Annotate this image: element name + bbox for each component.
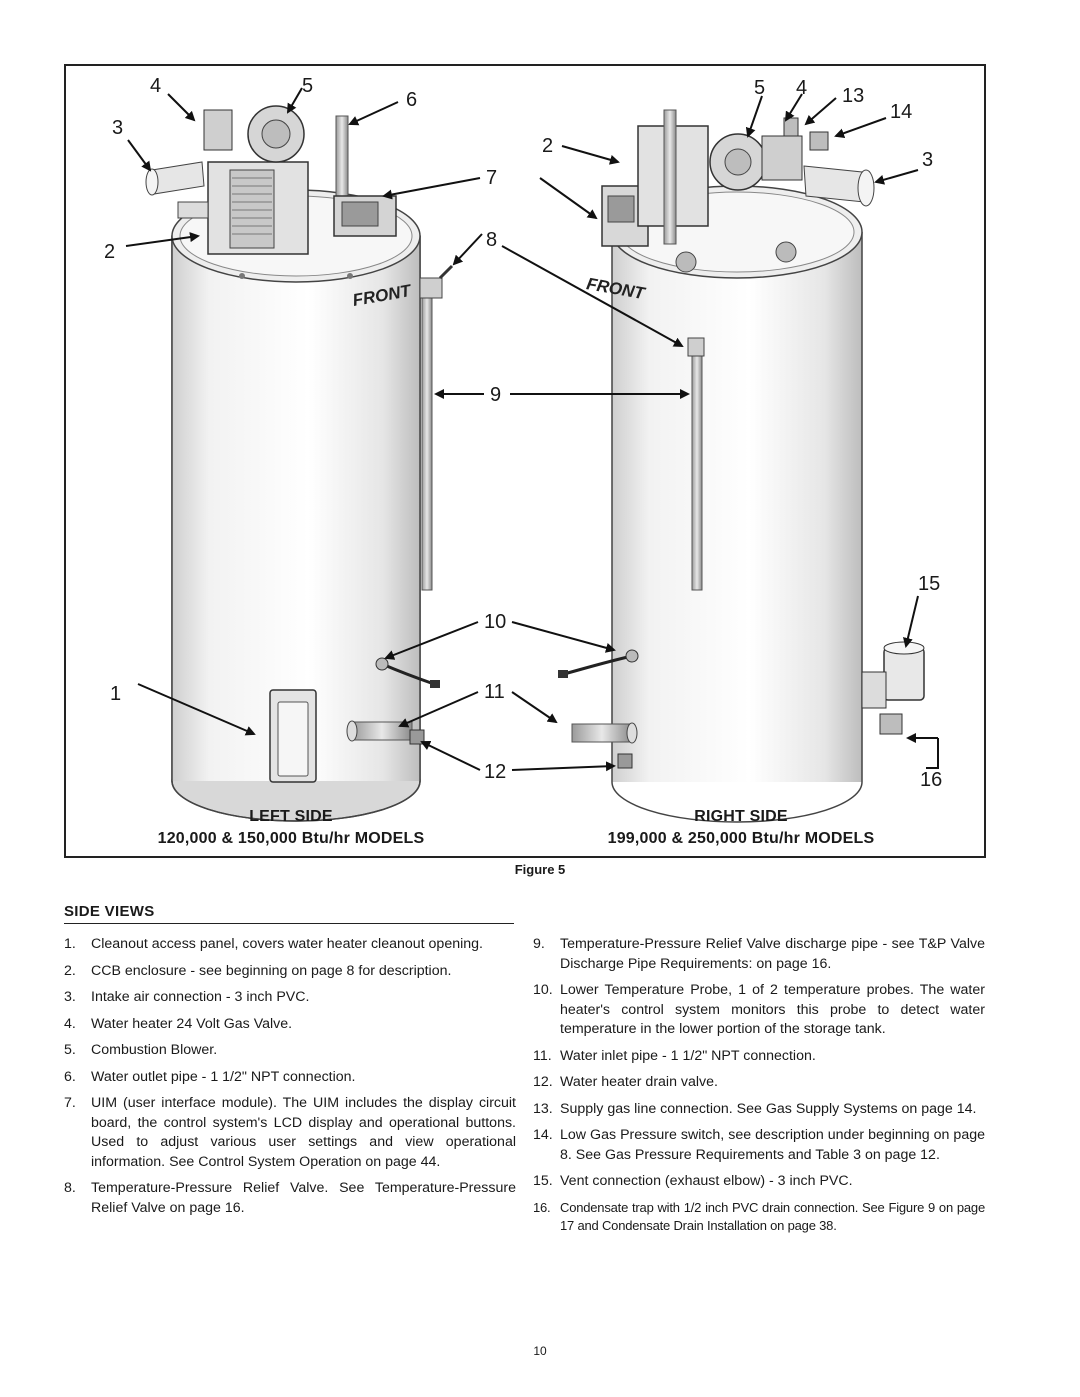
callout-11: 11 bbox=[484, 681, 505, 703]
list-item: 13.Supply gas line connection. See Gas S… bbox=[533, 1100, 977, 1117]
figure-5: FRONT bbox=[64, 64, 986, 858]
list-item: 8.Temperature-Pressure Relief Valve. See… bbox=[64, 1180, 516, 1216]
vent-elbow bbox=[883, 647, 925, 701]
list-column-left: 1.Cleanout access panel, covers water he… bbox=[64, 935, 516, 1225]
list-item: 4.Water heater 24 Volt Gas Valve. bbox=[64, 1015, 293, 1032]
tp-relief-valve-right bbox=[687, 337, 705, 357]
list-item: 7.UIM (user interface module). The UIM i… bbox=[64, 1095, 516, 1170]
low-gas-pressure-switch bbox=[809, 131, 829, 151]
water-inlet-pipe-right bbox=[571, 723, 633, 743]
water-outlet-pipe-right bbox=[663, 109, 677, 245]
list-item: 11.Water inlet pipe - 1 1/2" NPT connect… bbox=[533, 1047, 816, 1064]
callout-3: 3 bbox=[112, 117, 123, 139]
callout-13: 13 bbox=[842, 85, 864, 107]
gas-supply-connection bbox=[783, 117, 799, 137]
callout-6: 6 bbox=[406, 89, 417, 111]
tp-discharge-pipe-right bbox=[691, 353, 703, 591]
callout-14: 14 bbox=[890, 101, 912, 123]
left-side-subtitle: 120,000 & 150,000 Btu/hr MODELS bbox=[157, 830, 425, 847]
list-item: 6.Water outlet pipe - 1 1/2" NPT connect… bbox=[64, 1068, 356, 1085]
list-item: 3.Intake air connection - 3 inch PVC. bbox=[64, 989, 310, 1005]
callout-16: 16 bbox=[920, 769, 942, 791]
callout-10: 10 bbox=[484, 611, 506, 633]
callout-3-right: 3 bbox=[922, 149, 933, 171]
condensate-trap bbox=[879, 713, 903, 735]
callout-5-right: 5 bbox=[754, 77, 765, 99]
section-heading: SIDE VIEWS bbox=[64, 903, 514, 924]
right-tank: FRONT bbox=[558, 109, 925, 823]
page-number: 10 bbox=[533, 1344, 547, 1358]
left-side-title: LEFT SIDE bbox=[249, 808, 333, 825]
callout-2: 2 bbox=[104, 241, 115, 263]
list-item: 5.Combustion Blower. bbox=[64, 1042, 218, 1058]
callout-12: 12 bbox=[484, 761, 506, 783]
drain-valve bbox=[409, 729, 425, 745]
list-item: 12.Water heater drain valve. bbox=[533, 1074, 718, 1090]
lower-temperature-probe-right bbox=[563, 654, 633, 676]
figure-caption: Figure 5 bbox=[514, 862, 566, 877]
list-item: 16.Condensate trap with 1/2 inch PVC dra… bbox=[533, 1199, 985, 1233]
callout-4-right: 4 bbox=[796, 77, 807, 99]
list-item: 10.Lower Temperature Probe, 1 of 2 tempe… bbox=[533, 982, 985, 1037]
left-tank: FRONT bbox=[145, 105, 454, 822]
gas-valve bbox=[203, 109, 233, 151]
gas-valve-right bbox=[761, 135, 803, 181]
callout-4: 4 bbox=[150, 75, 161, 97]
left-top-assembly bbox=[145, 105, 397, 279]
callout-numbers: 1 2 3 4 5 6 7 8 9 10 11 12 2 5 4 13 14 3… bbox=[104, 75, 942, 791]
list-item: 14.Low Gas Pressure switch, see descript… bbox=[533, 1127, 985, 1163]
callout-leaders bbox=[125, 87, 939, 772]
list-item: 2.CCB enclosure - see beginning on page … bbox=[64, 962, 452, 979]
right-side-title: RIGHT SIDE bbox=[694, 808, 788, 825]
callout-9: 9 bbox=[490, 384, 501, 406]
callout-7: 7 bbox=[486, 167, 497, 189]
callout-8: 8 bbox=[486, 229, 497, 251]
side-views-illustration: FRONT bbox=[104, 75, 942, 823]
tp-relief-valve bbox=[419, 277, 443, 299]
list-item: 9.Temperature-Pressure Relief Valve disc… bbox=[533, 936, 985, 972]
callout-5: 5 bbox=[302, 75, 313, 97]
callout-1: 1 bbox=[110, 683, 121, 705]
list-item: 1.Cleanout access panel, covers water he… bbox=[64, 936, 483, 952]
right-top-assembly bbox=[601, 109, 875, 273]
callout-15: 15 bbox=[918, 573, 940, 595]
list-column-right: 9.Temperature-Pressure Relief Valve disc… bbox=[533, 935, 985, 1242]
drain-valve-right bbox=[617, 753, 633, 769]
callout-2-right: 2 bbox=[542, 135, 553, 157]
list-item: 15.Vent connection (exhaust elbow) - 3 i… bbox=[533, 1173, 853, 1189]
tp-discharge-pipe bbox=[421, 283, 433, 591]
right-side-subtitle: 199,000 & 250,000 Btu/hr MODELS bbox=[607, 830, 875, 847]
intake-air-connection-right bbox=[803, 165, 865, 203]
